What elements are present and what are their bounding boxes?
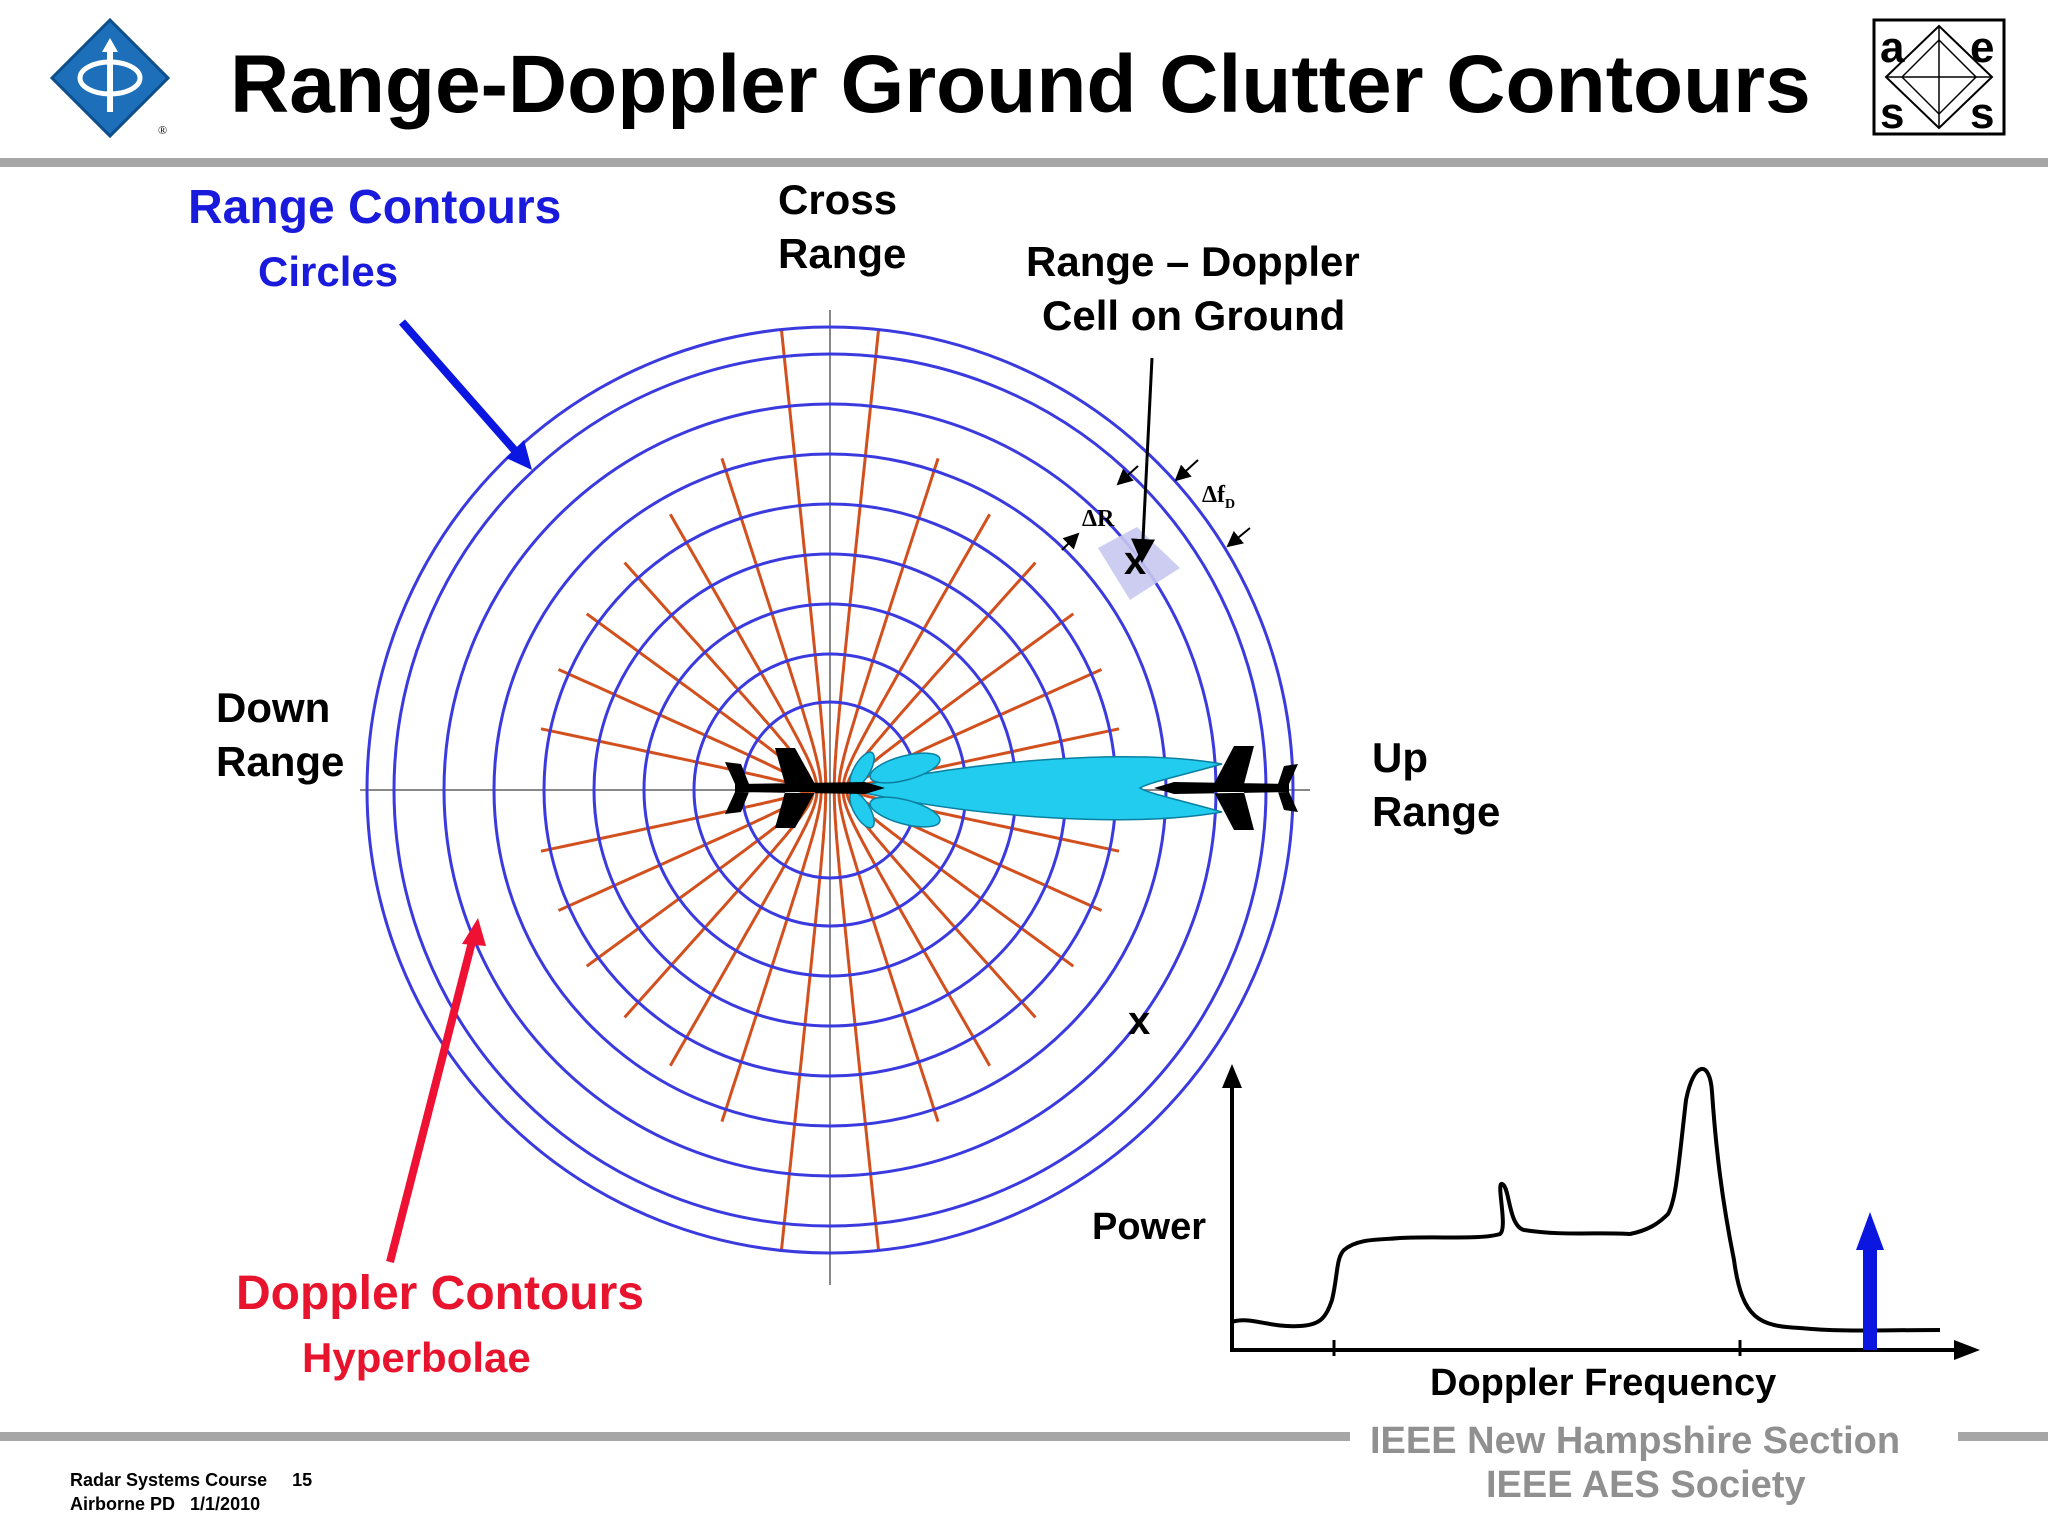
doppler-contours-arrow: [386, 933, 478, 1263]
hyperbolae-label: Hyperbolae: [302, 1334, 531, 1381]
second-marker: x: [1128, 999, 1150, 1043]
cell-label-2: Cell on Ground: [1042, 292, 1346, 339]
aess-s2: s: [1970, 89, 1994, 136]
fighter-jet-icon: [725, 748, 885, 828]
footer-course-name: Radar Systems Course: [70, 1470, 268, 1490]
range-doppler-cell: [1098, 527, 1180, 600]
up-range-label-2: Range: [1372, 788, 1501, 835]
aess-a: a: [1880, 23, 1905, 72]
svg-text:®: ®: [158, 123, 167, 137]
footer-course: Radar Systems Course 15: [70, 1470, 312, 1491]
footer-subtitle-text: Airborne PD: [70, 1494, 176, 1514]
fighter-jet-icon: [1154, 746, 1298, 830]
ieee-logo-icon: ®: [48, 16, 172, 140]
footer-rule-left: [0, 1432, 1350, 1441]
header-rule: [0, 158, 2048, 167]
cell-pointer: [1131, 357, 1156, 563]
doppler-spectrum-plot: [1222, 1064, 1980, 1360]
page-title: Range-Doppler Ground Clutter Contours: [230, 39, 1811, 130]
range-circle: [365, 325, 1295, 1255]
clutter-spectrum: [1231, 1067, 1941, 1333]
footer-subtitle: Airborne PD 1/1/2010: [70, 1494, 260, 1515]
delta-r-label: ΔR: [1082, 506, 1115, 532]
circles-label: Circles: [258, 248, 399, 295]
range-contours-arrow: [398, 319, 529, 465]
footer-page-number: 15: [292, 1470, 313, 1490]
aess-e: e: [1970, 23, 1994, 72]
aess-s1: s: [1880, 89, 1904, 136]
footer-society: IEEE AES Society: [1486, 1464, 1806, 1506]
power-label: Power: [1092, 1206, 1207, 1248]
doppler-frequency-label: Doppler Frequency: [1430, 1362, 1777, 1404]
down-range-label-2: Range: [216, 738, 345, 785]
footer-section: IEEE New Hampshire Section: [1370, 1420, 1901, 1462]
cell-marker: x: [1124, 539, 1146, 583]
cross-range-label-1: Cross: [778, 176, 898, 223]
up-range-label-1: Up: [1372, 734, 1428, 781]
radar-beam-icon: [849, 751, 1223, 829]
cross-range-label-2: Range: [778, 230, 907, 277]
down-range-label-1: Down: [216, 684, 331, 731]
range-contours-title: Range Contours: [188, 181, 562, 234]
doppler-contours-title: Doppler Contours: [236, 1267, 644, 1320]
cell-label-1: Range – Doppler: [1026, 238, 1360, 285]
delta-fd-label: ΔfD: [1202, 482, 1235, 512]
footer-rule-right: [1958, 1432, 2048, 1441]
aess-logo-icon: a e s s: [1872, 18, 2006, 138]
footer-date: 1/1/2010: [190, 1494, 261, 1514]
